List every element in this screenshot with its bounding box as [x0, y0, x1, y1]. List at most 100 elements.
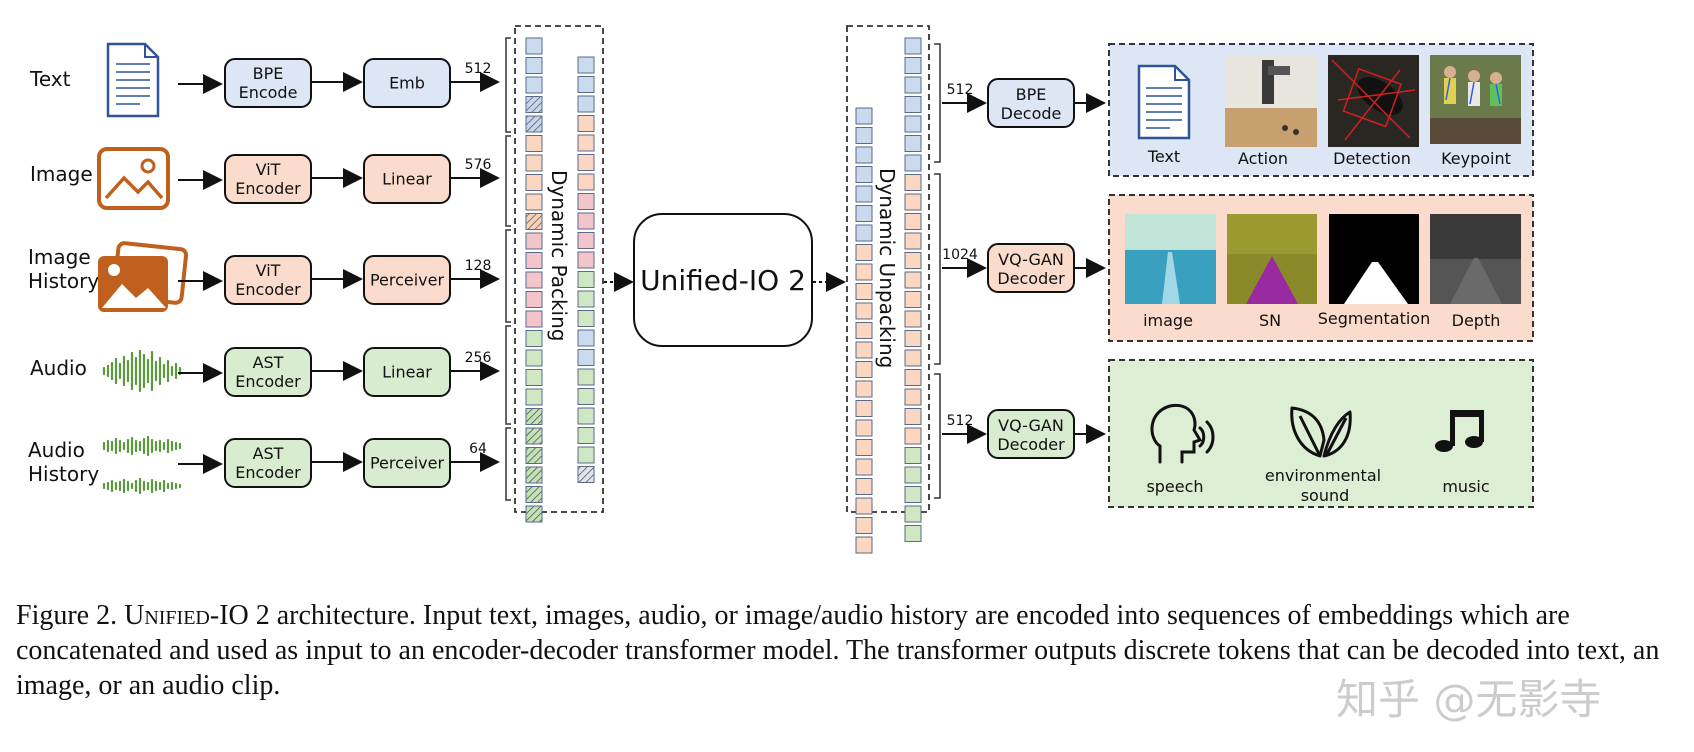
token-cell: [577, 290, 595, 308]
token-cell: [525, 466, 543, 484]
token-count: 576: [465, 157, 492, 173]
token-cell: [904, 76, 922, 94]
processor-box: [363, 58, 451, 108]
figure-caption: Figure 2. Unified-IO 2 architecture. Inp…: [16, 598, 1676, 703]
token-cell: [577, 56, 595, 74]
model-box: [633, 213, 813, 347]
encoder-label: Encoder: [235, 179, 301, 198]
token-cell: [525, 76, 543, 94]
token-cell: [855, 322, 873, 339]
encoder-box: [224, 438, 312, 488]
token-cell: [525, 271, 543, 289]
output-label-depth: Depth: [1452, 311, 1501, 330]
token-cell: [904, 193, 922, 211]
decoder-label: Decoder: [997, 269, 1065, 288]
token-cell: [525, 232, 543, 250]
encoder-label: AST: [253, 353, 284, 372]
segmentation-thumbnail: [1329, 214, 1419, 304]
token-cell: [577, 76, 595, 93]
token-cell: [577, 388, 595, 405]
document-icon: [106, 42, 160, 118]
input-brackets: [505, 37, 511, 501]
token-cell: [577, 271, 595, 288]
token-cell: [525, 154, 543, 172]
image-icon: [97, 147, 170, 210]
token-cell: [904, 57, 922, 74]
input-label-image: Image: [30, 162, 93, 186]
encoder-label: ViT: [256, 261, 281, 280]
token-cell: [577, 407, 595, 425]
token-cell: [855, 419, 873, 437]
token-cell: [855, 127, 873, 144]
token-cell: [525, 486, 543, 503]
token-cell: [525, 174, 543, 191]
encoder-box: [224, 255, 312, 305]
decoder-box: [987, 243, 1075, 293]
token-cell: [855, 458, 873, 476]
encoder-label: BPE: [253, 64, 284, 83]
token-cell: [577, 154, 595, 171]
token-cell: [904, 96, 922, 113]
token-cell: [855, 205, 873, 222]
output-label-music: music: [1442, 477, 1489, 496]
token-cell: [904, 388, 922, 406]
encoder-box: [224, 347, 312, 397]
token-cell: [904, 115, 922, 133]
token-cell: [525, 213, 543, 230]
decoder-label: VQ-GAN: [998, 416, 1064, 435]
token-cell: [855, 166, 873, 183]
token-cell: [855, 439, 873, 456]
input-label-audio-history-2: History: [28, 462, 99, 486]
input-label-image-history-2: History: [28, 269, 99, 293]
encoder-label: Encoder: [235, 463, 301, 482]
decoder-label: Decode: [1001, 104, 1062, 123]
processor-label: Emb: [389, 74, 425, 93]
encoder-box: [224, 154, 312, 204]
token-cell: [855, 263, 873, 281]
token-cell: [525, 447, 543, 464]
token-cell: [855, 517, 873, 534]
token-cell: [904, 271, 922, 289]
token-cell: [577, 95, 595, 113]
keypoint-thumbnail: [1430, 55, 1521, 144]
token-cell: [525, 369, 543, 386]
input-label-image-history-1: Image: [28, 245, 91, 269]
token-cell: [525, 252, 543, 269]
token-cell: [904, 310, 922, 328]
dynamic-unpacking-label: Dynamic Unpacking: [875, 168, 899, 368]
input-label-audio-history-1: Audio: [28, 438, 85, 462]
token-cell: [904, 408, 922, 425]
token-cell: [577, 134, 595, 152]
audio-waveform-icon: [102, 349, 182, 393]
token-cell: [525, 427, 543, 445]
processor-box: [363, 154, 451, 204]
token-cell: [904, 466, 922, 484]
decoder-label: BPE: [1016, 85, 1047, 104]
encoder-label: Encoder: [235, 280, 301, 299]
output-label-action: Action: [1238, 149, 1288, 168]
token-cell: [855, 361, 873, 378]
processor-box: [363, 347, 451, 397]
encoder-box: [224, 58, 312, 108]
token-cell: [577, 212, 595, 230]
encoder-label: AST: [253, 444, 284, 463]
token-count: 128: [465, 258, 492, 274]
token-count: 512: [465, 61, 492, 77]
caption-prefix: Figure 2.: [16, 600, 125, 631]
token-cell: [577, 232, 595, 249]
decoder-label: Decoder: [997, 435, 1065, 454]
processor-label: Linear: [382, 170, 432, 189]
image-history-icon: [98, 241, 189, 312]
processor-label: Linear: [382, 363, 432, 382]
processor-box: [363, 438, 451, 488]
model-label: Unified-IO 2: [640, 264, 806, 297]
decoder-token-count: 512: [947, 82, 974, 98]
output-label-sn: SN: [1259, 311, 1281, 330]
token-cell: [577, 349, 595, 366]
token-cell: [577, 329, 595, 347]
token-cell: [904, 37, 922, 55]
token-cell: [904, 252, 922, 269]
token-cell: [855, 146, 873, 164]
token-cell: [525, 388, 543, 406]
token-cell: [855, 302, 873, 320]
